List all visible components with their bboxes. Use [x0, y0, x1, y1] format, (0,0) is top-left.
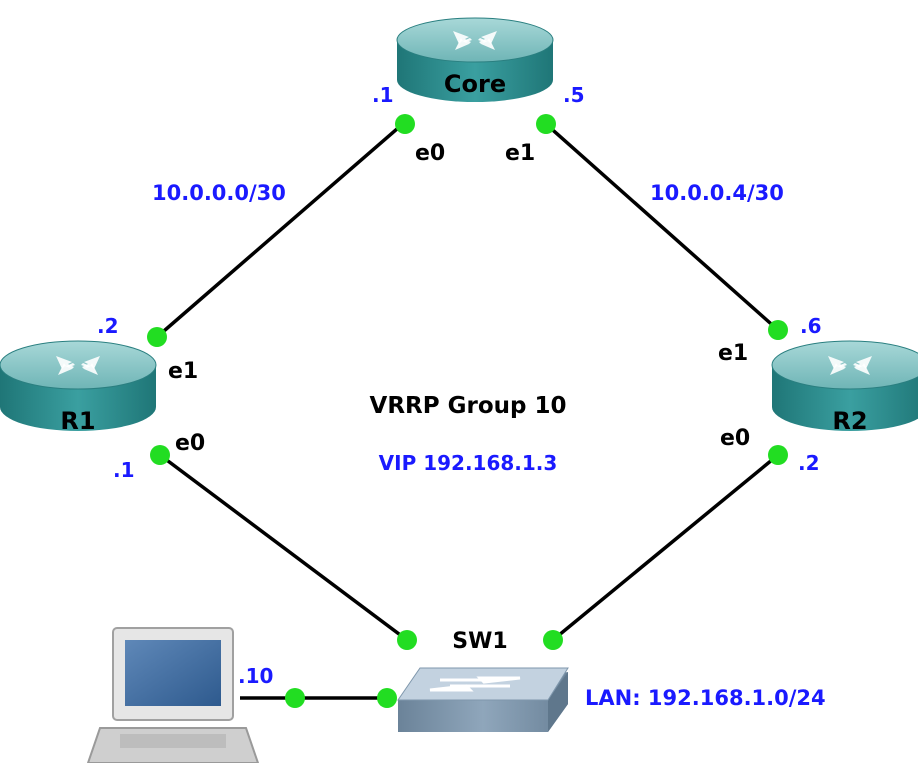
router-core-label: Core — [444, 70, 506, 98]
links — [155, 120, 780, 700]
port-r1-e1[interactable] — [147, 327, 167, 347]
core-e1-ip: .5 — [563, 83, 585, 107]
router-icon — [771, 340, 918, 431]
subnet-lan: LAN: 192.168.1.0/24 — [585, 686, 826, 710]
port-sw1-r2[interactable] — [543, 630, 563, 650]
link-r2-sw1[interactable] — [551, 453, 780, 642]
pc-nic-ip: .10 — [238, 664, 273, 688]
switch-sw1[interactable]: SW1 — [397, 629, 569, 732]
subnet-core-r1: 10.0.0.0/30 — [152, 181, 286, 205]
r1-e1-name: e1 — [168, 359, 198, 384]
router-core[interactable]: Core — [396, 17, 554, 102]
r1-e0-ip: .1 — [113, 458, 135, 482]
r2-e1-name: e1 — [718, 341, 748, 366]
router-r1[interactable]: R1 — [0, 340, 157, 435]
vrrp-vip-label: VIP 192.168.1.3 — [379, 451, 558, 475]
link-core-r1[interactable] — [155, 120, 407, 339]
router-r1-label: R1 — [60, 407, 95, 435]
laptop-icon — [86, 627, 260, 763]
port-pc-nic[interactable] — [285, 688, 305, 708]
port-dots — [147, 114, 788, 708]
router-r2-label: R2 — [832, 407, 867, 435]
port-core-e0[interactable] — [395, 114, 415, 134]
port-r2-e1[interactable] — [768, 320, 788, 340]
subnet-core-r2: 10.0.0.4/30 — [650, 181, 784, 205]
port-core-e1[interactable] — [536, 114, 556, 134]
interface-ips: .1 .5 .2 .1 .6 .2 .10 — [97, 83, 822, 688]
port-r2-e0[interactable] — [768, 445, 788, 465]
laptop-pc[interactable] — [86, 627, 260, 763]
link-core-r2[interactable] — [544, 122, 780, 332]
network-labels: 10.0.0.0/30 10.0.0.4/30 LAN: 192.168.1.0… — [152, 181, 826, 710]
link-r1-sw1[interactable] — [158, 453, 409, 642]
port-sw1-r1[interactable] — [397, 630, 417, 650]
core-e1-name: e1 — [505, 141, 535, 166]
r1-e0-name: e0 — [175, 431, 205, 456]
r2-e0-name: e0 — [720, 426, 750, 451]
router-icon — [0, 340, 157, 431]
r2-e0-ip: .2 — [798, 451, 820, 475]
port-r1-e0[interactable] — [150, 445, 170, 465]
router-icon — [396, 17, 554, 102]
r2-e1-ip: .6 — [800, 314, 822, 338]
r1-e1-ip: .2 — [97, 314, 119, 338]
vrrp-group-label: VRRP Group 10 — [370, 393, 567, 419]
router-r2[interactable]: R2 — [771, 340, 918, 435]
core-e0-ip: .1 — [372, 83, 394, 107]
switch-icon — [397, 667, 569, 732]
port-sw1-pc[interactable] — [377, 688, 397, 708]
switch-sw1-label: SW1 — [452, 629, 507, 654]
core-e0-name: e0 — [415, 141, 445, 166]
interface-names: e0 e1 e1 e0 e1 e0 — [168, 141, 750, 456]
